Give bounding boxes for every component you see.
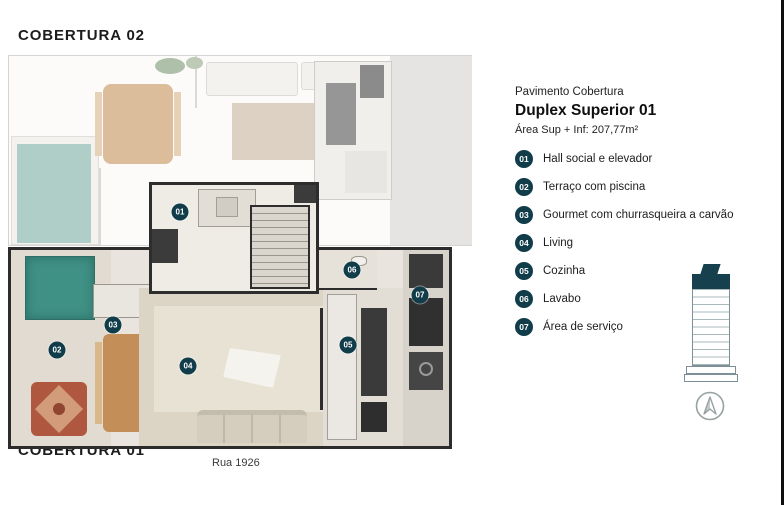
legend-item-lavabo: 06 Lavabo [515,290,777,308]
plant [155,58,185,74]
plan-badge-05-cozinha: 05 [339,336,357,354]
legend-label: Living [543,237,574,249]
kitchen-appliance [361,402,387,432]
upper-appliance [360,65,384,98]
area-line: Área Sup + Inf: 207,77m² [515,124,639,136]
wall [320,308,323,410]
legend-badge: 04 [515,234,533,252]
stairs [250,205,310,289]
plan-badge-07-servico: 07 [411,286,429,304]
upper-wall [195,56,197,108]
building-elevation-icon [684,262,740,384]
pool [25,256,95,320]
upper-neighbor-area [390,56,472,245]
hall-and-stairs-core [149,182,319,294]
building-base [684,374,738,382]
upper-dining-chairs [174,92,181,156]
building-roof [700,264,721,274]
legend-badge: 05 [515,262,533,280]
legend-badge: 01 [515,150,533,168]
legend-item-gourmet: 03 Gourmet com churrasqueira a carvão [515,206,777,224]
north-compass-icon [694,390,726,422]
upper-dining-table [103,84,173,164]
fridge [409,298,443,346]
legend-item-cozinha: 05 Cozinha [515,262,777,280]
compass-svg [695,391,725,421]
legend-item-living: 04 Living [515,234,777,252]
legend-badge: 06 [515,290,533,308]
washer-door [419,362,433,376]
legend-badge: 03 [515,206,533,224]
plan-badge-06-lavabo: 06 [343,261,361,279]
title-cobertura-02: COBERTURA 02 [18,27,145,44]
legend-label: Gourmet com churrasqueira a carvão [543,209,734,221]
legend-item-hall: 01 Hall social e elevador [515,150,777,168]
floor-plan-upper [8,55,472,246]
legend-label: Terraço com piscina [543,181,646,193]
elevator-cab [216,197,238,217]
legend-label: Hall social e elevador [543,153,653,165]
wall [294,185,316,203]
gourmet-chairs [95,342,102,424]
kitchen-counter [327,294,357,440]
upper-counter [345,151,387,193]
floor-plan-lower [8,247,452,449]
legend-label: Área de serviço [543,321,623,333]
info-panel: Pavimento Cobertura Duplex Superior 01 Á… [515,86,777,346]
building-highlight-floors [692,274,730,289]
wall [152,229,178,263]
legend-label: Cozinha [543,265,586,277]
street-label: Rua 1926 [212,457,260,469]
building-base [686,366,736,374]
legend-item-servico: 07 Área de serviço [515,318,777,336]
plan-badge-03-gourmet: 03 [104,316,122,334]
pavement-kicker: Pavimento Cobertura [515,86,624,98]
legend-badge: 07 [515,318,533,336]
plan-badge-04-living: 04 [179,357,197,375]
upper-pool [17,144,91,243]
upper-kitchen-island [326,83,356,145]
plant [186,57,203,69]
upper-dining-chairs [95,92,102,156]
upper-wall [99,168,101,245]
legend-item-terraco: 02 Terraço com piscina [515,178,777,196]
service-cabinet [409,254,443,288]
unit-title: Duplex Superior 01 [515,102,657,119]
sofa [197,410,307,443]
plan-badge-01-hall: 01 [171,203,189,221]
medallion-center [53,403,65,415]
legend-badge: 02 [515,178,533,196]
upper-sofa [206,62,298,96]
building-tower [692,274,730,366]
kitchen-island [361,308,387,396]
plan-badge-02-terraco: 02 [48,341,66,359]
page-edge-bar [781,0,784,505]
legend-label: Lavabo [543,293,581,305]
